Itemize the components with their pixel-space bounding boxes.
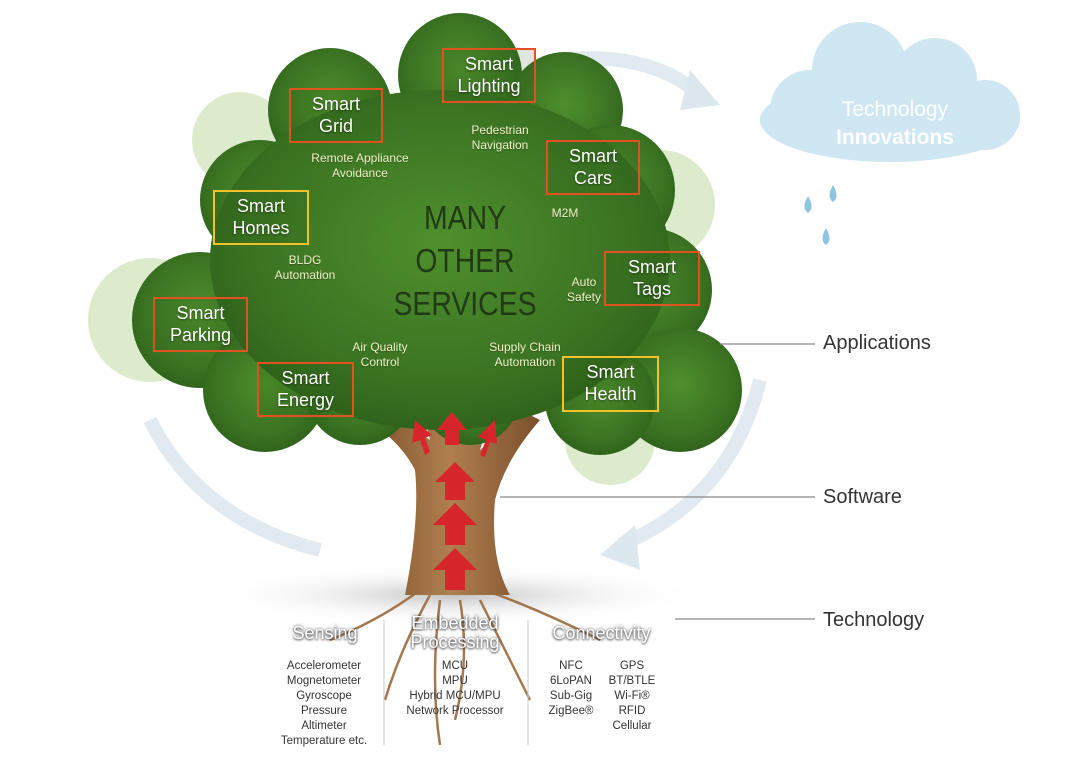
arrow-head-top bbox=[680, 70, 720, 110]
box-line: Parking bbox=[169, 325, 232, 345]
center-line-1: MANY bbox=[424, 199, 506, 236]
list-item: MPU bbox=[442, 675, 468, 687]
many-other-services: MANY OTHER SERVICES bbox=[383, 196, 546, 325]
smart-lighting-box: Smart Lighting bbox=[442, 48, 536, 103]
cloud-line-1: Technology bbox=[841, 98, 949, 121]
box-line: Smart bbox=[464, 54, 513, 74]
processing-list: MCU MPU Hybrid MCU/MPU Network Processor bbox=[390, 659, 520, 719]
box-line: Smart bbox=[311, 94, 360, 114]
box-line: Grid bbox=[318, 116, 353, 136]
connectivity-col-1: NFC 6LoPAN Sub-Gig ZigBee® bbox=[540, 659, 602, 719]
growth-arrows bbox=[412, 412, 497, 590]
list-item: NFC bbox=[559, 660, 583, 672]
sensing-title: Sensing bbox=[292, 623, 358, 643]
smart-tags-box: Smart Tags bbox=[604, 251, 700, 306]
list-item: Accelerometer bbox=[286, 660, 362, 672]
software-label: Software bbox=[823, 486, 902, 508]
sub-line: Avoidance bbox=[332, 166, 388, 180]
leader-lines bbox=[500, 343, 815, 620]
sub-line: Remote Appliance bbox=[311, 151, 409, 165]
sub-line: Safety bbox=[566, 290, 602, 304]
list-item: Gyroscope bbox=[296, 690, 352, 702]
box-line: Smart bbox=[281, 368, 330, 388]
sub-line: Pedestrian bbox=[471, 123, 529, 137]
smart-energy-box: Smart Energy bbox=[257, 362, 354, 417]
technology-label: Technology bbox=[823, 609, 925, 631]
list-item: Network Processor bbox=[406, 705, 504, 717]
sub-line: Auto bbox=[571, 275, 597, 289]
sub-line: Navigation bbox=[471, 138, 529, 152]
list-item: BT/BTLE bbox=[608, 675, 656, 687]
auto-safety-label: Auto Safety bbox=[560, 275, 608, 305]
sub-line: Air Quality bbox=[352, 340, 408, 354]
list-item: Sub-Gig bbox=[549, 690, 593, 702]
list-item: Hybrid MCU/MPU bbox=[409, 690, 501, 702]
rain-drops bbox=[804, 185, 837, 245]
applications-label: Applications bbox=[823, 332, 931, 354]
list-item: ZigBee® bbox=[548, 705, 594, 717]
center-line-2: OTHER bbox=[415, 242, 515, 279]
sub-line: BLDG bbox=[288, 253, 322, 267]
arrow-head-right bbox=[600, 525, 640, 570]
embedded-processing-title: Embedded Processing bbox=[390, 614, 520, 652]
box-line: Lighting bbox=[457, 76, 521, 96]
box-line: Smart bbox=[176, 303, 225, 323]
list-item: Temperature etc. bbox=[280, 735, 368, 747]
list-item: Cellular bbox=[612, 720, 652, 732]
list-item: MCU bbox=[441, 660, 469, 672]
box-line: Energy bbox=[276, 390, 335, 410]
bldg-automation-label: BLDG Automation bbox=[265, 253, 345, 283]
cloud-line-2: Innovations bbox=[836, 126, 954, 149]
list-item: RFID bbox=[618, 705, 646, 717]
remote-appliance-label: Remote Appliance Avoidance bbox=[295, 151, 425, 181]
sensing-list: Accelerometer Mognetometer Gyroscope Pre… bbox=[268, 659, 380, 749]
pedestrian-navigation-label: Pedestrian Navigation bbox=[455, 123, 545, 153]
sub-line: Supply Chain bbox=[489, 340, 561, 354]
box-line: Smart bbox=[236, 196, 285, 216]
box-line: Smart bbox=[586, 362, 635, 382]
list-item: Pressure bbox=[300, 705, 348, 717]
roots bbox=[329, 588, 601, 746]
smart-grid-box: Smart Grid bbox=[289, 88, 383, 143]
list-item: Wi-Fi® bbox=[614, 690, 650, 702]
box-line: Health bbox=[584, 384, 637, 404]
sub-line: Automation bbox=[494, 355, 556, 369]
list-item: GPS bbox=[619, 660, 645, 672]
title-line: Processing bbox=[410, 632, 500, 652]
list-item: 6LoPAN bbox=[550, 675, 592, 687]
center-line-3: SERVICES bbox=[393, 285, 537, 322]
connectivity-col-2: GPS BT/BTLE Wi-Fi® RFID Cellular bbox=[602, 659, 662, 734]
supply-chain-label: Supply Chain Automation bbox=[475, 340, 575, 370]
box-line: Homes bbox=[232, 218, 290, 238]
m2m-label: M2M bbox=[551, 206, 579, 220]
title-line: Embedded bbox=[411, 613, 499, 633]
box-line: Tags bbox=[632, 279, 672, 299]
box-line: Smart bbox=[627, 257, 676, 277]
cloud-label: Technology Innovations bbox=[790, 96, 1000, 152]
smart-parking-box: Smart Parking bbox=[153, 297, 248, 352]
list-item: Mognetometer bbox=[286, 675, 362, 687]
box-line: Smart bbox=[568, 146, 617, 166]
sub-line: Control bbox=[360, 355, 400, 369]
smart-health-box: Smart Health bbox=[562, 356, 659, 412]
air-quality-label: Air Quality Control bbox=[340, 340, 420, 370]
smart-cars-box: Smart Cars bbox=[546, 140, 640, 195]
smart-homes-box: Smart Homes bbox=[213, 190, 309, 245]
root-dividers bbox=[383, 620, 529, 745]
connectivity-title: Connectivity bbox=[552, 623, 651, 643]
list-item: Altimeter bbox=[301, 720, 347, 732]
cloud-shape bbox=[760, 22, 1020, 162]
sub-line: Automation bbox=[274, 268, 336, 282]
box-line: Cars bbox=[573, 168, 612, 188]
